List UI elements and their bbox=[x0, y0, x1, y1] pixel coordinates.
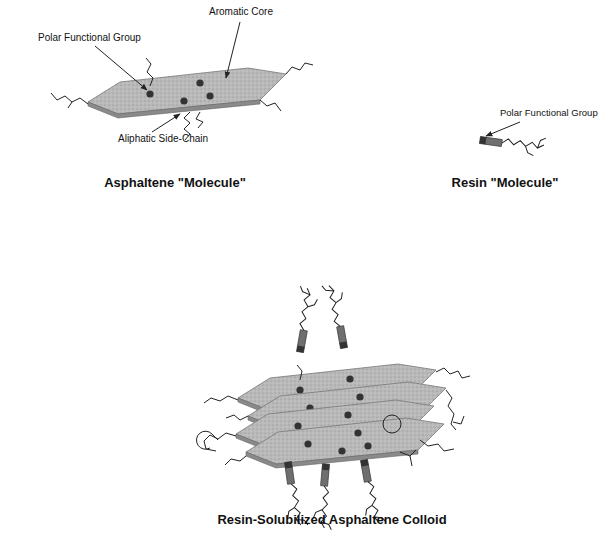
part-label: Polar Functional Group bbox=[500, 108, 598, 119]
leader-line bbox=[486, 122, 520, 136]
asphaltene-molecule bbox=[51, 58, 313, 140]
asphaltene-colloid bbox=[196, 283, 470, 530]
figure-caption: Resin-Solubilized Asphaltene Colloid bbox=[217, 513, 446, 528]
figure-caption: Asphaltene "Molecule" bbox=[104, 176, 246, 191]
part-label: Aliphatic Side-Chain bbox=[118, 133, 208, 145]
part-label: Polar Functional Group bbox=[38, 32, 141, 44]
resin-molecule bbox=[479, 129, 546, 157]
leader-line bbox=[95, 46, 147, 90]
part-label: Aromatic Core bbox=[209, 6, 273, 18]
leader-line bbox=[152, 114, 180, 132]
figure-caption: Resin "Molecule" bbox=[452, 176, 559, 191]
leader-line bbox=[226, 22, 240, 78]
